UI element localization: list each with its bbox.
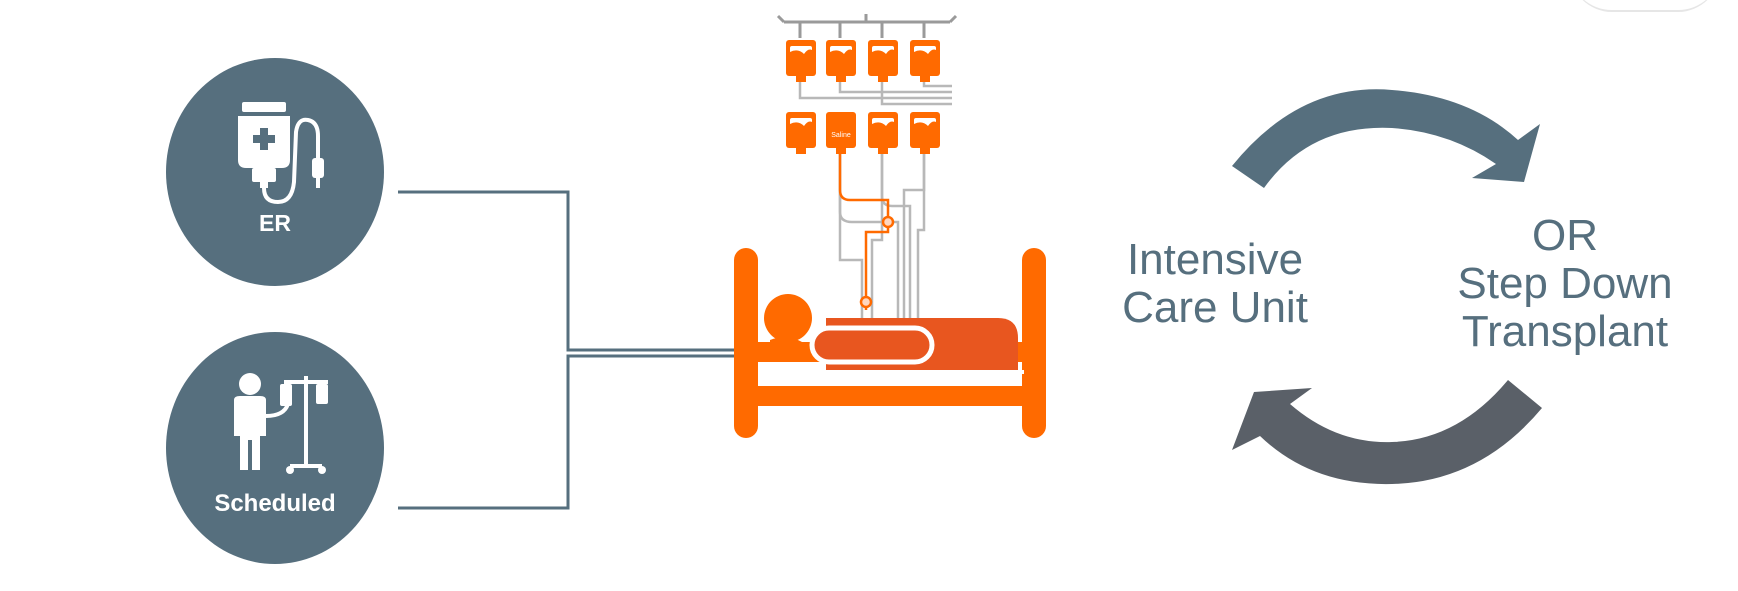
destination-step-down: Step Down	[1457, 259, 1673, 308]
destination-labels: OR Step Down Transplant	[1440, 212, 1690, 356]
decorative-arc	[1570, 0, 1720, 12]
iv-bag-icon	[238, 102, 324, 205]
icu-label-line: Care Unit	[1122, 283, 1308, 332]
er-circle: ER	[166, 58, 384, 286]
er-label: ER	[259, 210, 291, 236]
iv-bags-bottom: Saline	[786, 112, 940, 154]
saline-bag-label: Saline	[831, 132, 851, 139]
iv-rail	[776, 14, 958, 38]
icu-label: Intensive Care Unit	[1100, 236, 1330, 332]
scheduled-circle: Scheduled	[166, 332, 384, 564]
destination-or: OR	[1532, 211, 1598, 260]
patient-iv-pole-icon	[234, 373, 328, 474]
top-cycle-arrow	[1232, 89, 1540, 188]
iv-tubing	[798, 80, 952, 320]
icu-label-line: Intensive	[1126, 235, 1304, 284]
bottom-cycle-arrow	[1232, 380, 1542, 485]
iv-bags-top	[786, 40, 940, 82]
patient	[764, 294, 1024, 374]
saline-line	[838, 152, 895, 310]
scheduled-label: Scheduled	[214, 490, 336, 517]
destination-transplant: Transplant	[1461, 307, 1669, 356]
